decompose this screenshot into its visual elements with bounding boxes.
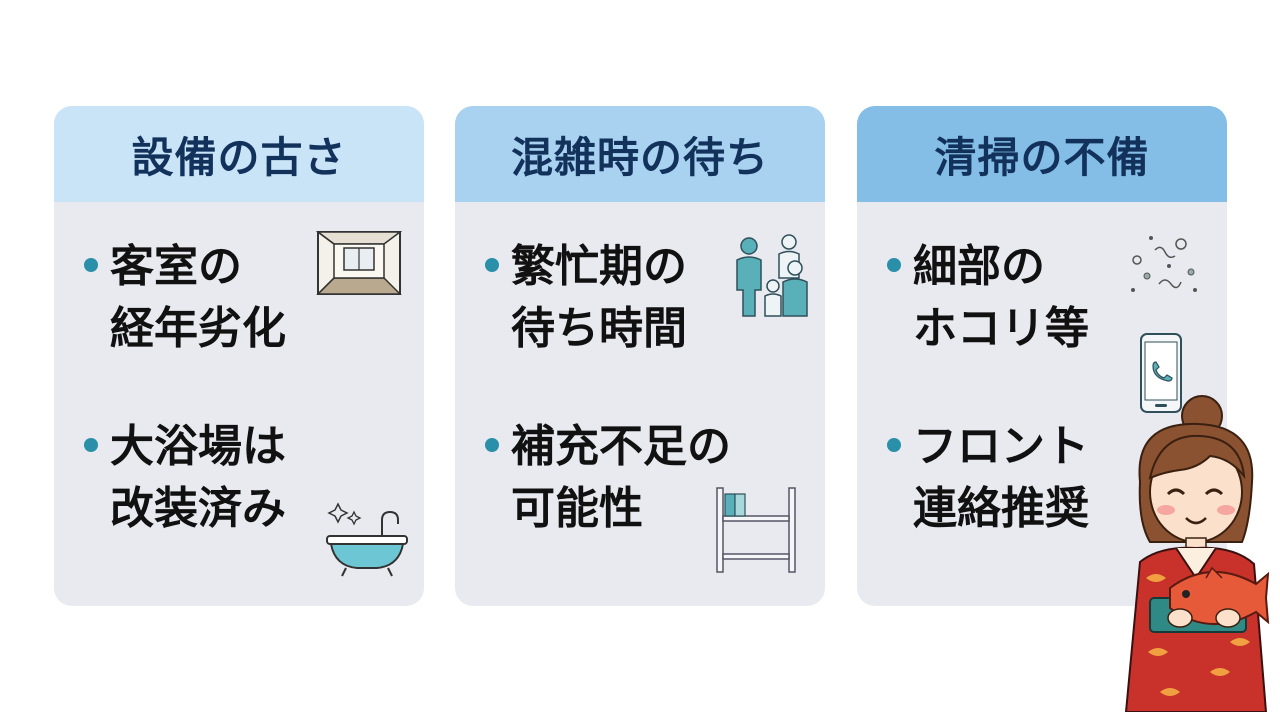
bullet-dot bbox=[887, 258, 901, 272]
bullet-item: 客室の 経年劣化 bbox=[84, 236, 374, 360]
bullet-text: 客室の 経年劣化 bbox=[110, 241, 286, 354]
bullet-dot bbox=[84, 258, 98, 272]
card-equipment-age: 設備の古さ 客室の 経年劣化 大浴場は 改装済み bbox=[54, 106, 424, 606]
card-title: 設備の古さ bbox=[54, 106, 424, 202]
shelf-icon bbox=[713, 484, 801, 574]
bathtub-icon bbox=[324, 494, 410, 578]
card-title: 清掃の不備 bbox=[857, 106, 1227, 202]
card-title: 混雑時の待ち bbox=[455, 106, 825, 202]
kimono-woman-holding-fish-illustration bbox=[1110, 392, 1270, 712]
bullet-dot bbox=[485, 258, 499, 272]
bullet-item: 細部の ホコリ等 bbox=[887, 236, 1177, 360]
bullet-text: 繁忙期の 待ち時間 bbox=[511, 241, 687, 354]
bullet-item: 繁忙期の 待ち時間 bbox=[485, 236, 775, 360]
bullet-text: 大浴場は 改装済み bbox=[110, 421, 286, 534]
bullet-text: 補充不足の 可能性 bbox=[511, 421, 731, 534]
bullet-dot bbox=[485, 438, 499, 452]
card-crowd-wait: 混雑時の待ち 繁忙期の 待ち時間 補充不足の 可能性 bbox=[455, 106, 825, 606]
people-icon bbox=[731, 230, 815, 318]
bullet-text: 細部の ホコリ等 bbox=[913, 241, 1089, 354]
room-icon bbox=[316, 230, 402, 296]
bullet-item: 大浴場は 改装済み bbox=[84, 416, 374, 540]
phone-icon bbox=[1139, 332, 1183, 414]
bullet-item: 補充不足の 可能性 bbox=[485, 416, 775, 540]
bullet-dot bbox=[84, 438, 98, 452]
bullet-item: フロント 連絡推奨 bbox=[887, 416, 1177, 540]
bullet-dot bbox=[887, 438, 901, 452]
dust-icon bbox=[1125, 230, 1201, 300]
bullet-text: フロント 連絡推奨 bbox=[913, 421, 1089, 534]
